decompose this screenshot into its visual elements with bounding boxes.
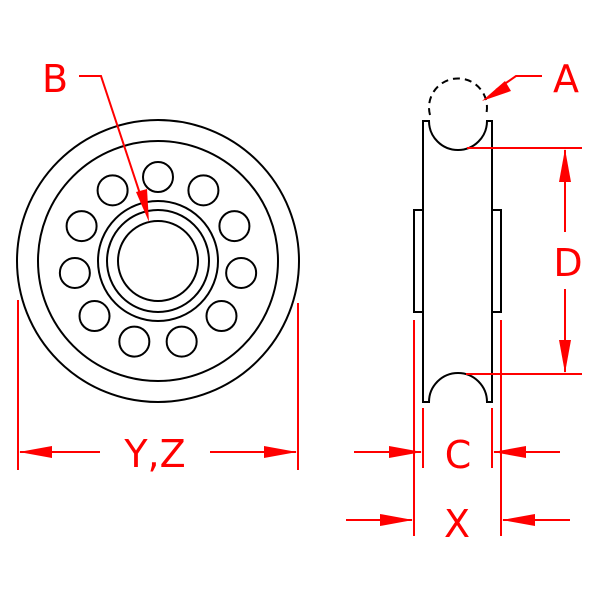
label-b: B <box>42 57 68 101</box>
hole <box>225 256 258 289</box>
hole <box>118 325 151 358</box>
sheave-profile <box>422 120 493 403</box>
hub-left <box>413 209 424 313</box>
rope-circle-dashed <box>428 77 488 116</box>
d-arrow-top <box>559 149 571 182</box>
hub-right <box>491 209 502 313</box>
hole <box>165 325 198 358</box>
c-dimension: C <box>354 408 560 477</box>
label-x: X <box>444 502 470 546</box>
label-c: C <box>445 433 472 477</box>
x-arrow-left <box>380 514 413 526</box>
outer-rim <box>16 119 300 403</box>
label-d: D <box>553 241 582 285</box>
hub-outer <box>97 200 219 322</box>
d-dimension: D <box>466 147 583 375</box>
groove-circle <box>37 140 279 382</box>
c-arrow-left <box>389 446 422 458</box>
bore <box>117 220 199 302</box>
b-leader <box>79 75 147 213</box>
hole <box>58 256 91 289</box>
yz-arrow-right <box>264 446 297 458</box>
yz-arrow-left <box>19 446 52 458</box>
label-yz: Y,Z <box>123 432 185 476</box>
x-arrow-right <box>502 514 535 526</box>
hole <box>187 174 220 207</box>
hole <box>205 300 238 333</box>
d-arrow-bottom <box>559 340 571 373</box>
front-view <box>16 119 300 403</box>
hole <box>142 161 174 193</box>
hole <box>96 174 129 207</box>
hole <box>65 210 98 243</box>
a-arrowhead <box>482 81 511 101</box>
hole <box>78 300 111 333</box>
b-arrowhead <box>136 189 149 222</box>
hub-ring <box>106 209 210 313</box>
yz-dimension: Y,Z <box>17 300 299 476</box>
hole <box>218 210 251 243</box>
c-arrow-right <box>493 446 526 458</box>
b-callout: B <box>42 57 149 222</box>
lightening-holes <box>58 161 258 358</box>
side-view <box>413 77 502 403</box>
x-dimension: X <box>346 320 570 546</box>
a-callout: A <box>482 57 579 101</box>
label-a: A <box>553 57 579 101</box>
